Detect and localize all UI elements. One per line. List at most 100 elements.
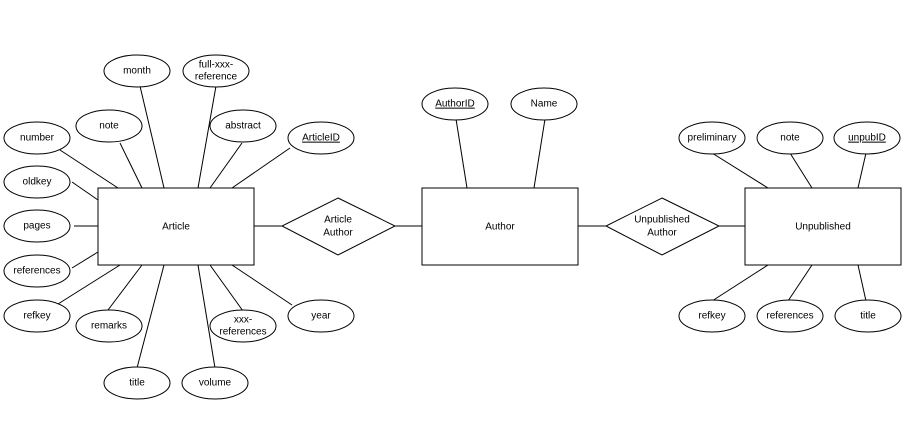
entity-article-box: [97, 187, 255, 266]
attribute-remarks-label: remarks: [91, 321, 127, 332]
attribute-authorid: AuthorID: [421, 87, 489, 121]
attribute-unpubid-ellipse: [833, 121, 901, 155]
edge-article-year: [231, 264, 293, 306]
attribute-unpublished-refkey-label: refkey: [698, 311, 725, 322]
entity-article: Article: [97, 187, 255, 266]
attribute-year: year: [287, 299, 355, 333]
attribute-unpublished-title: title: [834, 299, 902, 333]
edge-author-authorid: [455, 118, 468, 189]
entity-author-box: [421, 187, 579, 266]
edge-article-remarks: [107, 264, 143, 311]
attribute-unpublished-note-ellipse: [756, 121, 824, 155]
attribute-authorid-ellipse: [421, 87, 489, 121]
attribute-remarks: remarks: [75, 309, 143, 343]
attribute-unpubid: unpubID: [833, 121, 901, 155]
attribute-refkey: refkey: [3, 299, 71, 333]
relationship-article-author: Article Author: [280, 197, 397, 256]
attributes-article: month full-xxx- reference note abstract …: [3, 54, 355, 400]
edge-unpublished-unpubid: [857, 152, 867, 189]
attribute-xxx-references: xxx- references: [209, 309, 277, 343]
edge-unpublished-preliminary: [711, 152, 769, 189]
attribute-title-ellipse: [103, 366, 171, 400]
edge-unpublished-references: [787, 264, 813, 302]
attribute-note-label: note: [99, 121, 119, 132]
attribute-full-xxx-reference: full-xxx- reference: [182, 54, 250, 88]
attribute-unpubid-label: unpubID: [848, 133, 886, 144]
attribute-full-xxx-reference-label-line2: reference: [195, 72, 238, 83]
relationship-article-author-diamond: [280, 197, 397, 256]
attribute-xxx-references-label-line2: references: [219, 327, 266, 338]
attribute-pages-label: pages: [23, 221, 50, 232]
attribute-month-label: month: [123, 66, 151, 77]
attribute-references: references: [3, 254, 71, 288]
edge-unpublished-note: [789, 152, 813, 189]
attribute-unpublished-references-label: references: [766, 311, 813, 322]
attribute-preliminary-label: preliminary: [688, 133, 737, 144]
attribute-refkey-label: refkey: [23, 311, 50, 322]
attribute-xxx-references-ellipse: [209, 309, 277, 343]
attribute-month: month: [103, 54, 171, 88]
attribute-pages: pages: [3, 209, 71, 243]
attribute-title: title: [103, 366, 171, 400]
attribute-number: number: [3, 121, 71, 155]
attribute-volume-ellipse: [181, 366, 249, 400]
attribute-name-label: Name: [531, 99, 558, 110]
attribute-preliminary: preliminary: [678, 121, 746, 155]
attribute-articleid-ellipse: [287, 121, 355, 155]
attribute-oldkey-ellipse: [3, 165, 71, 199]
edge-article-number: [59, 149, 119, 189]
attribute-volume-label: volume: [199, 378, 232, 389]
entity-unpublished: Unpublished: [744, 187, 902, 266]
attribute-full-xxx-reference-label-line1: full-xxx-: [199, 60, 233, 71]
attribute-abstract: abstract: [209, 109, 277, 143]
attribute-year-ellipse: [287, 299, 355, 333]
edge-article-title: [136, 264, 165, 369]
edge-article-note: [119, 142, 143, 189]
attribute-unpublished-refkey-ellipse: [678, 299, 746, 333]
entity-article-label: Article: [162, 222, 190, 233]
edge-article-oldkey: [71, 181, 99, 201]
attribute-unpublished-references: references: [756, 299, 824, 333]
relationship-unpublished-author-diamond: [604, 197, 721, 256]
edge-article-volume: [197, 264, 216, 369]
entity-author-label: Author: [485, 222, 515, 233]
edge-article-full-xxx-reference: [197, 85, 217, 189]
attribute-name-ellipse: [510, 87, 578, 121]
attribute-unpublished-note: note: [756, 121, 824, 155]
edge-author-name: [533, 118, 546, 189]
attribute-remarks-ellipse: [75, 309, 143, 343]
entity-author: Author: [421, 187, 579, 266]
attributes-unpublished: preliminary note unpubID refkey referenc…: [678, 121, 902, 333]
edge-article-abstract: [209, 142, 243, 189]
attribute-references-ellipse: [3, 254, 71, 288]
edge-article-month: [139, 85, 165, 189]
attribute-pages-ellipse: [3, 209, 71, 243]
attribute-authorid-label: AuthorID: [435, 99, 474, 110]
attribute-articleid-label: ArticleID: [302, 133, 340, 144]
edge-article-xxx-references: [209, 264, 244, 312]
attribute-unpublished-refkey: refkey: [678, 299, 746, 333]
attribute-preliminary-ellipse: [678, 121, 746, 155]
attribute-articleid: ArticleID: [287, 121, 355, 155]
attribute-full-xxx-reference-ellipse: [182, 54, 250, 88]
relationship-article-author-label-line1: Article: [324, 215, 352, 226]
attribute-unpublished-references-ellipse: [756, 299, 824, 333]
attribute-xxx-references-label-line1: xxx-: [234, 315, 252, 326]
attribute-references-label: references: [13, 266, 60, 277]
attribute-note: note: [75, 109, 143, 143]
attribute-volume: volume: [181, 366, 249, 400]
edge-article-refkey: [57, 264, 121, 305]
attribute-month-ellipse: [103, 54, 171, 88]
relationship-unpublished-author-label-line1: Unpublished: [634, 215, 690, 226]
attribute-abstract-label: abstract: [225, 121, 261, 132]
edge-article-references: [71, 251, 99, 269]
attribute-title-label: title: [129, 378, 145, 389]
entity-unpublished-label: Unpublished: [795, 222, 851, 233]
edge-article-articleid: [231, 147, 291, 189]
attribute-number-label: number: [20, 133, 55, 144]
attribute-abstract-ellipse: [209, 109, 277, 143]
attribute-unpublished-note-label: note: [780, 133, 800, 144]
attribute-refkey-ellipse: [3, 299, 71, 333]
relationship-unpublished-author: Unpublished Author: [604, 197, 721, 256]
